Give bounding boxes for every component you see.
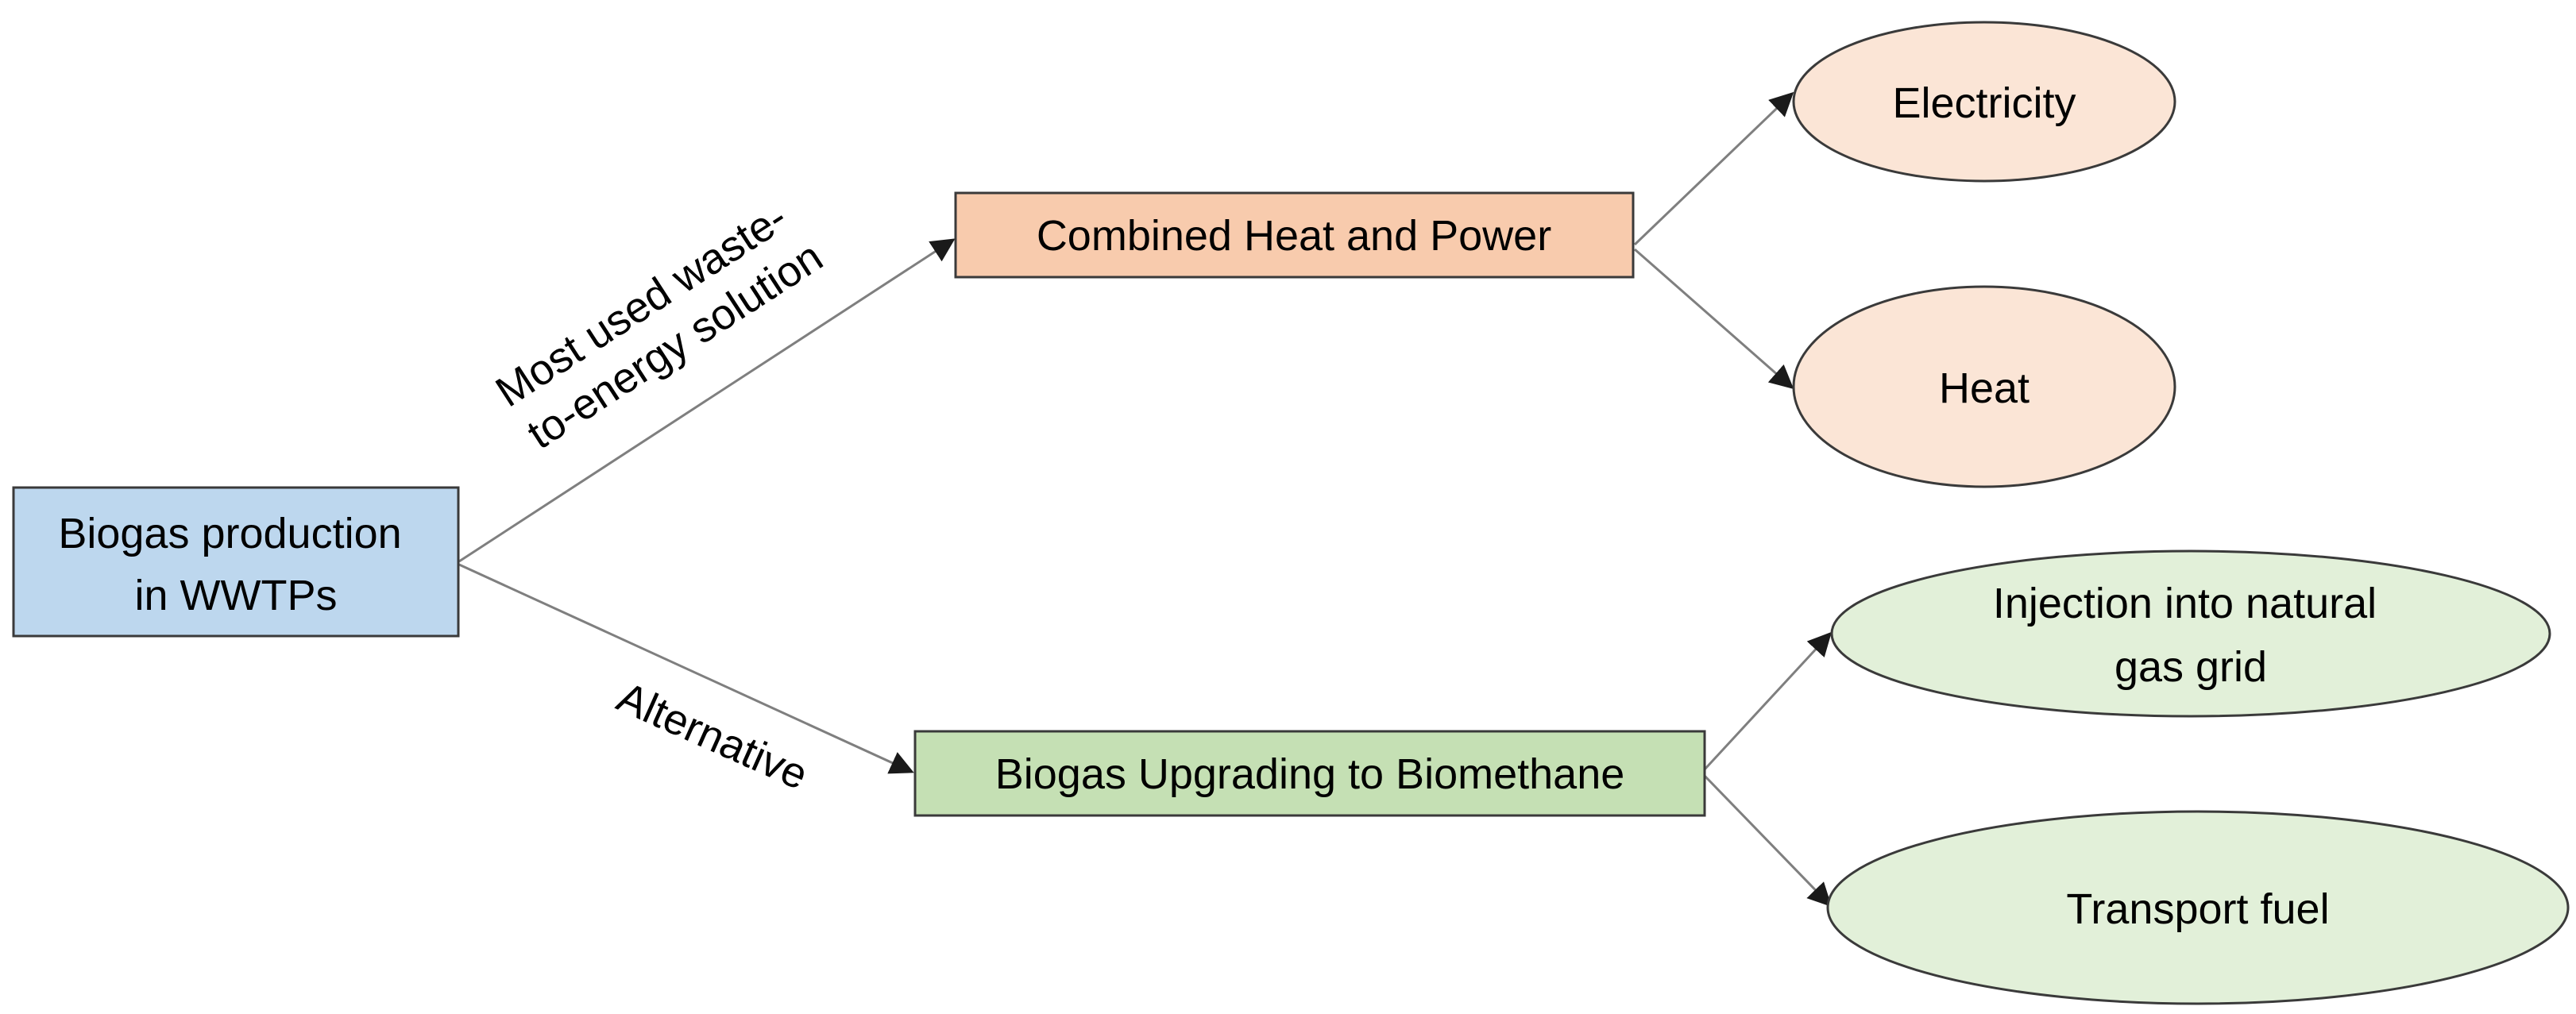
edge-chp-to-electricity <box>1633 91 1794 246</box>
chp-label: Combined Heat and Power <box>1037 212 1551 260</box>
svg-text:Most used waste- to-ener: Most used waste- to-energy solution <box>488 187 834 460</box>
upgrading-box <box>913 730 1706 817</box>
transport-label: Transport fuel <box>2066 885 2329 933</box>
edge-upgrading-to-transport <box>1703 774 1833 908</box>
injection-label: Injection into natural gas grid <box>1993 580 2389 691</box>
source-label-line2: in WWTPs <box>135 572 338 619</box>
electricity-ellipse <box>1792 21 2176 183</box>
edges <box>458 91 1833 908</box>
electricity-label: Electricity <box>1892 79 2076 127</box>
transport-node: Transport fuel <box>1826 810 2570 1005</box>
electricity-node: Electricity <box>1792 21 2176 183</box>
source-label: Biogas production in WWTPs <box>58 510 413 619</box>
chp-path-label: Most used waste- to-energy solution <box>488 187 834 460</box>
heat-node: Heat <box>1792 285 2176 488</box>
chp-box <box>954 191 1635 279</box>
upgrading-label: Biogas Upgrading to Biomethane <box>995 750 1625 798</box>
injection-node: Injection into natural gas grid <box>1830 549 2551 718</box>
chp-node: Combined Heat and Power <box>954 191 1635 279</box>
source-node: Biogas production in WWTPs <box>12 486 460 638</box>
edge-upgrading-to-injection <box>1703 631 1833 771</box>
injection-label-line2: gas grid <box>2114 643 2267 691</box>
edge-source-to-chp <box>458 238 956 563</box>
injection-label-line1: Injection into natural <box>1993 580 2377 627</box>
heat-label: Heat <box>1939 364 2030 412</box>
upgrading-node: Biogas Upgrading to Biomethane <box>913 730 1706 817</box>
edge-chp-to-heat <box>1634 248 1794 389</box>
upgrading-path-label: Alternative <box>610 673 814 800</box>
source-box <box>12 486 460 638</box>
source-label-line1: Biogas production <box>58 510 401 557</box>
transport-ellipse <box>1826 810 2570 1005</box>
injection-ellipse <box>1830 549 2551 718</box>
upgrading-path-label-text: Alternative <box>610 673 814 800</box>
edge-source-to-upgrading <box>458 563 914 774</box>
heat-ellipse <box>1792 285 2176 488</box>
